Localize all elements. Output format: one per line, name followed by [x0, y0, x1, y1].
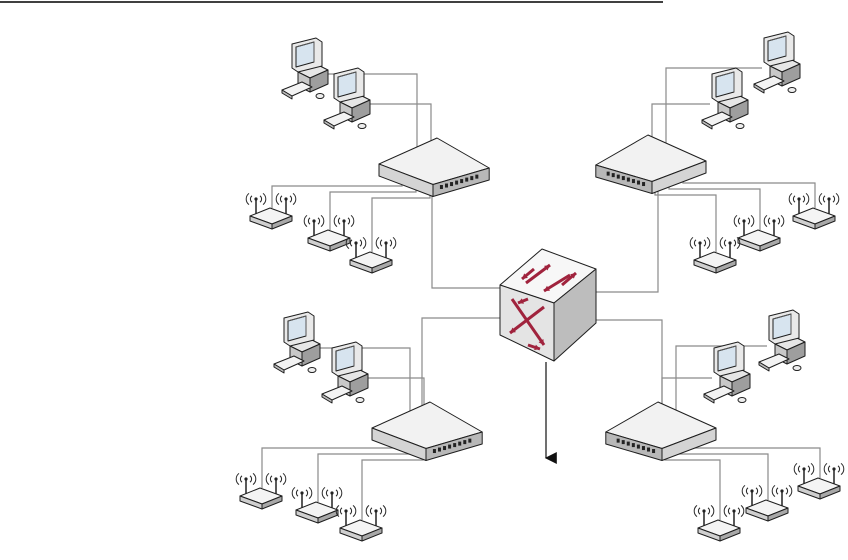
- computer-icon: [759, 310, 805, 371]
- wireless-access-point-icon: [789, 193, 839, 229]
- wireless-access-point-icon: [742, 485, 792, 521]
- computer-icon: [282, 38, 328, 99]
- computer-icon: [704, 342, 750, 403]
- switch-icon: [372, 402, 482, 461]
- core-switch-icon: [500, 249, 596, 361]
- ap-cable: [683, 173, 815, 208]
- network-nodes: [236, 32, 844, 541]
- wireless-access-point-icon: [794, 463, 844, 499]
- wireless-access-point-icon: [734, 215, 784, 251]
- core-link: [596, 320, 662, 418]
- wireless-access-point-icon: [292, 487, 342, 523]
- ap-cable: [262, 438, 395, 488]
- computer-icon: [322, 342, 368, 403]
- wireless-access-point-icon: [690, 237, 740, 273]
- ap-cable: [693, 438, 820, 478]
- computer-icon: [324, 68, 370, 129]
- computer-icon: [274, 312, 320, 373]
- switch-icon: [379, 138, 489, 197]
- wireless-access-point-icon: [336, 505, 386, 541]
- wireless-access-point-icon: [346, 237, 396, 273]
- switch-icon: [596, 135, 706, 194]
- core-link: [422, 318, 500, 418]
- core-link: [432, 190, 500, 288]
- switch-icon: [606, 402, 716, 461]
- wireless-access-point-icon: [236, 473, 286, 509]
- computer-icon: [754, 32, 800, 93]
- wireless-access-point-icon: [694, 505, 744, 541]
- wireless-access-point-icon: [246, 193, 296, 229]
- computer-icon: [702, 68, 748, 129]
- core-link: [596, 185, 658, 292]
